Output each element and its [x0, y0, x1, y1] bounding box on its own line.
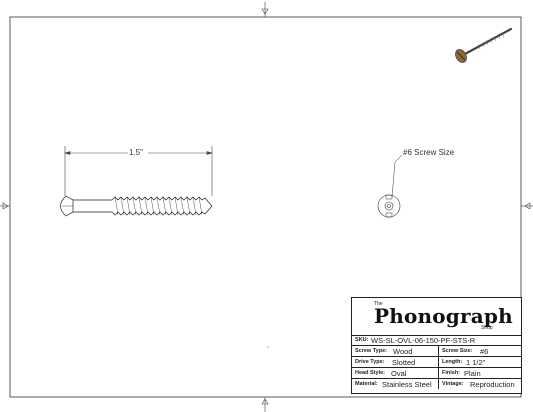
- spec-row: Drive Type: Slotted Length: 1 1/2": [352, 357, 521, 368]
- screw-side-view: [60, 195, 213, 217]
- material-value: Stainless Steel: [382, 380, 432, 389]
- drive-type-value: Slotted: [392, 358, 416, 367]
- screw-type-value: Wood: [393, 347, 413, 356]
- length-label: Length:: [442, 359, 463, 365]
- sku-value: WS-SL-OVL-06-150-PF-STS-R: [371, 336, 476, 345]
- length-dimension-label: 1.5": [129, 148, 143, 157]
- vintage-label: Vintage:: [442, 381, 464, 387]
- head-style-label: Head Style:: [355, 370, 385, 376]
- finish-label: Finish:: [442, 370, 461, 376]
- screw-thumbnail: [455, 27, 513, 63]
- shop-logo: The Phonograph Shop: [352, 298, 521, 336]
- logo-the: The: [374, 301, 383, 307]
- screw-size-callout: #6 Screw Size: [403, 148, 455, 157]
- length-dimension: [63, 146, 214, 196]
- center-dot: [267, 346, 269, 348]
- spec-row: Screw Type: Wood Screw Size: #6: [352, 346, 521, 357]
- finish-value: Plain: [464, 369, 481, 378]
- screw-size-value: #6: [480, 347, 489, 356]
- screw-size-label: Screw Size:: [442, 348, 473, 354]
- vintage-value: Reproduction: [470, 380, 515, 389]
- drive-type-label: Drive Type:: [355, 359, 385, 365]
- spec-row: Head Style: Oval Finish: Plain: [352, 368, 521, 379]
- logo-shop: Shop: [481, 325, 493, 331]
- screw-head-top-view: [377, 154, 403, 218]
- head-style-value: Oval: [391, 369, 407, 378]
- sku-label: SKU:: [355, 337, 369, 343]
- material-label: Material:: [355, 381, 378, 387]
- spec-row: Material: Stainless Steel Vintage: Repro…: [352, 379, 521, 390]
- sku-row: SKU: WS-SL-OVL-06-150-PF-STS-R: [352, 335, 521, 346]
- title-block: The Phonograph Shop SKU: WS-SL-OVL-06-15…: [351, 297, 522, 394]
- sheet-border: [9, 16, 522, 398]
- screw-type-label: Screw Type:: [355, 348, 387, 354]
- length-value: 1 1/2": [466, 358, 486, 367]
- logo-main: Phonograph: [374, 304, 513, 328]
